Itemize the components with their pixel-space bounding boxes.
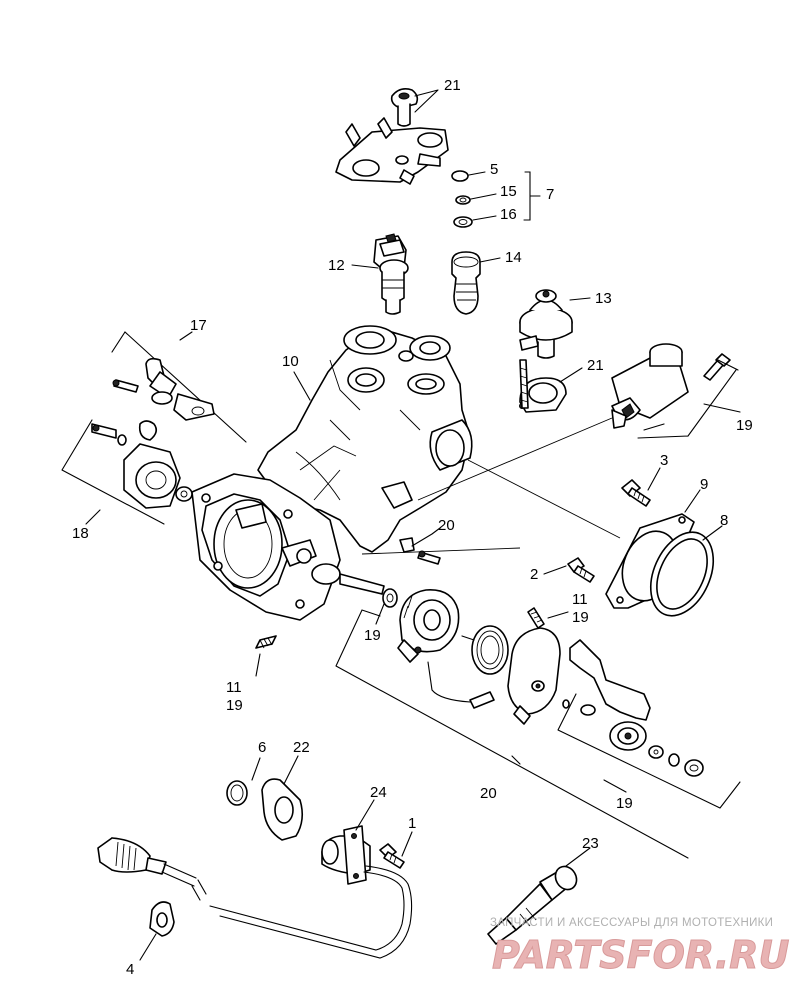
callout-16: 16 — [500, 206, 517, 223]
callout-17: 17 — [190, 317, 207, 334]
part-5-o-ring — [451, 170, 469, 182]
part-23-sensor — [487, 865, 578, 945]
bracket-20 — [335, 609, 689, 859]
leader-8 — [702, 525, 723, 541]
callout-4: 4 — [126, 961, 134, 978]
callout-11b: 11 — [226, 679, 242, 696]
callout-3: 3 — [660, 452, 668, 469]
leader-11b — [255, 653, 261, 677]
part-24-sensor — [209, 825, 413, 959]
leader-1 — [401, 831, 413, 857]
leader-14 — [479, 257, 501, 263]
part-19-washer-small — [382, 588, 398, 608]
part-cover-housing — [507, 627, 561, 725]
alignment-lines — [361, 417, 621, 555]
leader-23 — [565, 847, 591, 867]
leader-18 — [85, 509, 101, 525]
part-8-gasket — [649, 531, 715, 617]
callout-20b: 20 — [480, 785, 497, 802]
leader-2 — [543, 565, 567, 575]
part-18-throttle-position-sensor — [91, 420, 193, 509]
part-return-spring — [427, 625, 509, 709]
callout-9: 9 — [700, 476, 708, 493]
part-11-pin-right — [527, 607, 545, 629]
part-1-screw — [379, 843, 405, 869]
leader-3 — [647, 467, 661, 491]
callout-19: 19 — [736, 417, 753, 434]
part-2-screw — [567, 557, 595, 583]
part-19-washers-nut — [648, 745, 704, 777]
leader-21b — [559, 367, 583, 383]
part-20-clip — [399, 537, 441, 565]
callout-6: 6 — [258, 739, 266, 756]
part-throttle-cam — [397, 589, 460, 663]
bracket-19d — [557, 693, 741, 809]
callout-23: 23 — [582, 835, 599, 852]
watermark-tagline: ЗАПЧАСТИ И АКСЕССУАРЫ ДЛЯ МОТОТЕХНИКИ — [490, 917, 773, 929]
part-22-spacer — [261, 778, 304, 841]
part-12-fuel-injector — [373, 233, 409, 315]
leader-16 — [472, 215, 497, 221]
leader-9 — [684, 489, 701, 513]
callout-13: 13 — [595, 290, 612, 307]
callout-22: 22 — [293, 739, 310, 756]
watermark-logo: PARTSFOR.RU — [492, 933, 790, 977]
callout-2: 2 — [530, 566, 538, 583]
callout-8: 8 — [720, 512, 728, 529]
part-throttle-body — [191, 473, 385, 621]
leader-6 — [251, 757, 261, 781]
callout-14: 14 — [505, 249, 522, 266]
callout-5: 5 — [490, 161, 498, 178]
leader-20a — [411, 527, 441, 547]
callout-10: 10 — [282, 353, 299, 370]
leader-15 — [470, 193, 497, 200]
leader-24 — [355, 799, 375, 831]
part-21-screw — [390, 88, 419, 127]
leader-17 — [179, 331, 193, 341]
leader-21a — [414, 89, 439, 113]
part-19-idle-air-valve — [611, 343, 731, 429]
part-10-intake-manifold — [257, 325, 473, 553]
bracket-18 — [61, 419, 165, 525]
callout-7: 7 — [546, 186, 554, 203]
part-14-sleeve — [451, 251, 481, 315]
part-3-screw — [621, 479, 651, 507]
callout-19e: 19 — [226, 697, 243, 714]
part-13-pressure-regulator — [519, 289, 573, 359]
leader-13 — [569, 297, 591, 301]
part-4-clip — [149, 901, 175, 937]
callout-19b: 19 — [364, 627, 381, 644]
callout-19d: 19 — [616, 795, 633, 812]
part-17-sensor — [112, 357, 215, 421]
callout-11: 11 — [572, 591, 588, 608]
callout-19c: 19 — [572, 609, 589, 626]
leader-5 — [468, 171, 486, 176]
part-connector-cable — [97, 837, 207, 901]
callout-12: 12 — [328, 257, 345, 274]
leader-4 — [139, 933, 157, 961]
callout-20: 20 — [438, 517, 455, 534]
part-11-pin-left — [255, 635, 277, 649]
leader-11a — [547, 611, 569, 619]
part-21-bracket-plate — [335, 117, 449, 185]
callout-18: 18 — [72, 525, 89, 542]
part-16-washer — [453, 216, 473, 228]
callout-21b: 21 — [587, 357, 604, 374]
leader-22 — [283, 755, 299, 785]
callout-15: 15 — [500, 183, 517, 200]
part-19-bracket-assembly — [562, 639, 651, 751]
leader-12 — [351, 264, 379, 269]
part-21-stud — [519, 359, 529, 409]
part-15-washer — [455, 195, 471, 205]
part-6-o-ring — [226, 780, 248, 806]
callout-1: 1 — [408, 815, 416, 832]
leader-10 — [293, 371, 311, 401]
leader-19b — [375, 603, 385, 625]
callout-24: 24 — [370, 784, 387, 801]
callout-21: 21 — [444, 77, 461, 94]
bracket-7 — [523, 171, 541, 221]
bracket-19a — [637, 359, 741, 439]
